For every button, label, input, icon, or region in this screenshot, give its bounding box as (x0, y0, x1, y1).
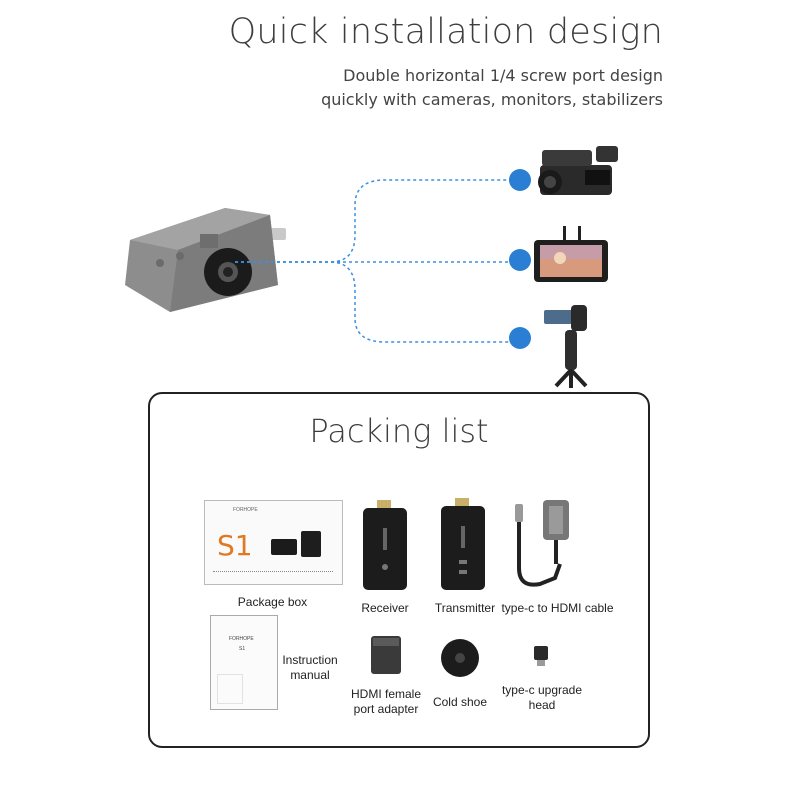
box-model-text: S1 (217, 529, 253, 562)
transmitter-label: Transmitter (434, 601, 496, 615)
transmitter-image (441, 506, 485, 590)
transmitter-device-image (125, 208, 286, 312)
connector-dot-monitor (509, 249, 531, 271)
connector-dot-camera (509, 169, 531, 191)
box-brand-text: FORHOPE (233, 507, 258, 513)
package-box-image: FORHOPE S1 (204, 500, 343, 585)
packing-list-title: Packing list (309, 412, 489, 450)
type-c-to-hdmi-cable-label: type-c to HDMI cable (501, 601, 614, 615)
connector-dot-stabilizer (509, 327, 531, 349)
connector-lines (235, 179, 520, 343)
manual-brand-text: FORHOPE (229, 636, 254, 642)
cold-shoe-label: Cold shoe (432, 695, 488, 709)
package-box-label: Package box (237, 595, 308, 609)
receiver-image (363, 508, 407, 590)
manual-model-text: S1 (239, 646, 246, 652)
hdmi-female-adapter-label: HDMI female port adapter (350, 687, 421, 716)
cold-shoe-image (441, 639, 479, 677)
installation-diagram (125, 146, 618, 388)
type-c-upgrade-head-image (534, 646, 548, 666)
monitor-icon (534, 226, 608, 282)
packing-list-panel: Packing list FORHOPE S1 Package box Rece… (148, 392, 650, 748)
instruction-manual-image: FORHOPE S1 (210, 615, 278, 710)
type-c-to-hdmi-cable-image (515, 500, 569, 587)
subtitle-line-1: Double horizontal 1/4 screw port design (343, 66, 663, 85)
hdmi-female-adapter-image (371, 636, 401, 674)
subtitle-line-2: quickly with cameras, monitors, stabiliz… (321, 90, 663, 109)
instruction-manual-label: Instruction manual (282, 653, 338, 682)
page-title: Quick installation design (228, 12, 663, 52)
receiver-label: Receiver (361, 601, 409, 615)
camcorder-icon (538, 146, 618, 195)
gimbal-stabilizer-icon (544, 305, 588, 388)
type-c-upgrade-head-label: type-c upgrade head (501, 683, 583, 712)
